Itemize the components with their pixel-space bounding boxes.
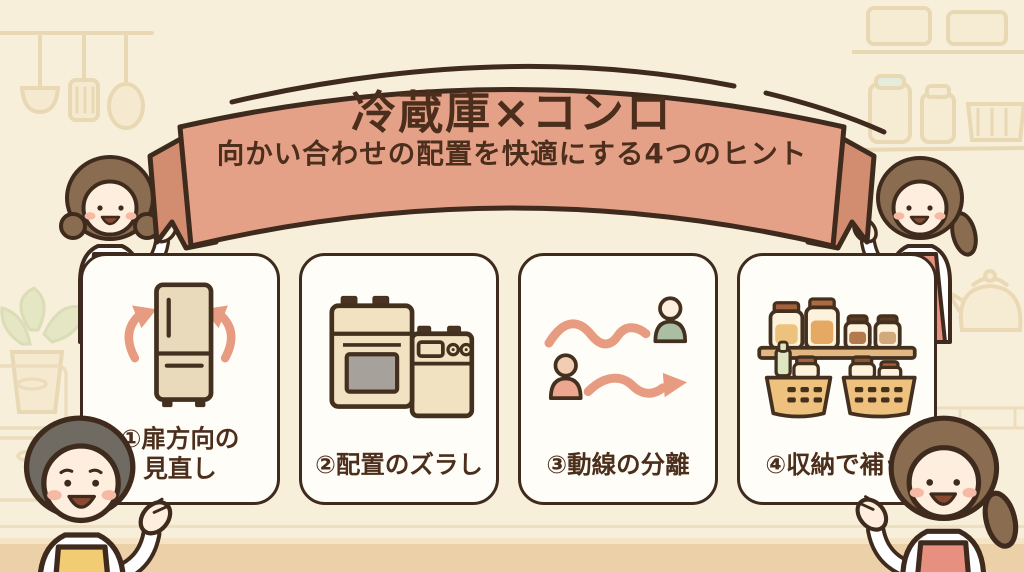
face (81, 179, 139, 237)
basket-left (764, 375, 833, 419)
stove-offset-icon (302, 256, 496, 450)
ponytail (982, 490, 1019, 549)
face (906, 445, 982, 520)
person-green (653, 319, 688, 344)
kettle-icon (942, 269, 1023, 332)
face (41, 443, 121, 524)
ribbon-band (177, 87, 847, 249)
card-label: ②配置のズラし (315, 450, 483, 480)
character-woman-ponytail-bottom-right (850, 398, 1024, 572)
face (891, 179, 949, 237)
counter (0, 544, 1024, 572)
character-man-bottom-left (0, 398, 178, 572)
tips-card-row: ①扉方向の 見直し (80, 253, 937, 505)
shelf-plank (757, 345, 917, 360)
tile-line (0, 525, 1024, 528)
fridge-rotate-icon (83, 256, 277, 424)
card-label: ①扉方向の 見直し (120, 424, 240, 483)
counter-edge (0, 538, 1024, 544)
ribbon-sketch-line (229, 63, 737, 105)
apron (53, 544, 110, 572)
card-label: ③動線の分離 (546, 450, 690, 480)
banner-title: 冷蔵庫×コンロ (351, 86, 673, 139)
card-label: ④収納で補う (765, 450, 909, 480)
traffic-flow-icon (521, 256, 715, 450)
card-offset-placement: ②配置のズラし (299, 253, 499, 505)
card-door-direction: ①扉方向の 見直し (80, 253, 280, 505)
banner-subtitle: 向かい合わせの配置を快適にする4つのヒント (216, 138, 808, 170)
kitchen-utensils-icon (0, 31, 154, 130)
person-salmon (548, 376, 583, 401)
storage-shelf-basket-icon (740, 256, 934, 450)
card-traffic-separation: ③動線の分離 (518, 253, 718, 505)
apron (915, 540, 971, 572)
ribbon-sketch-line (763, 90, 887, 135)
